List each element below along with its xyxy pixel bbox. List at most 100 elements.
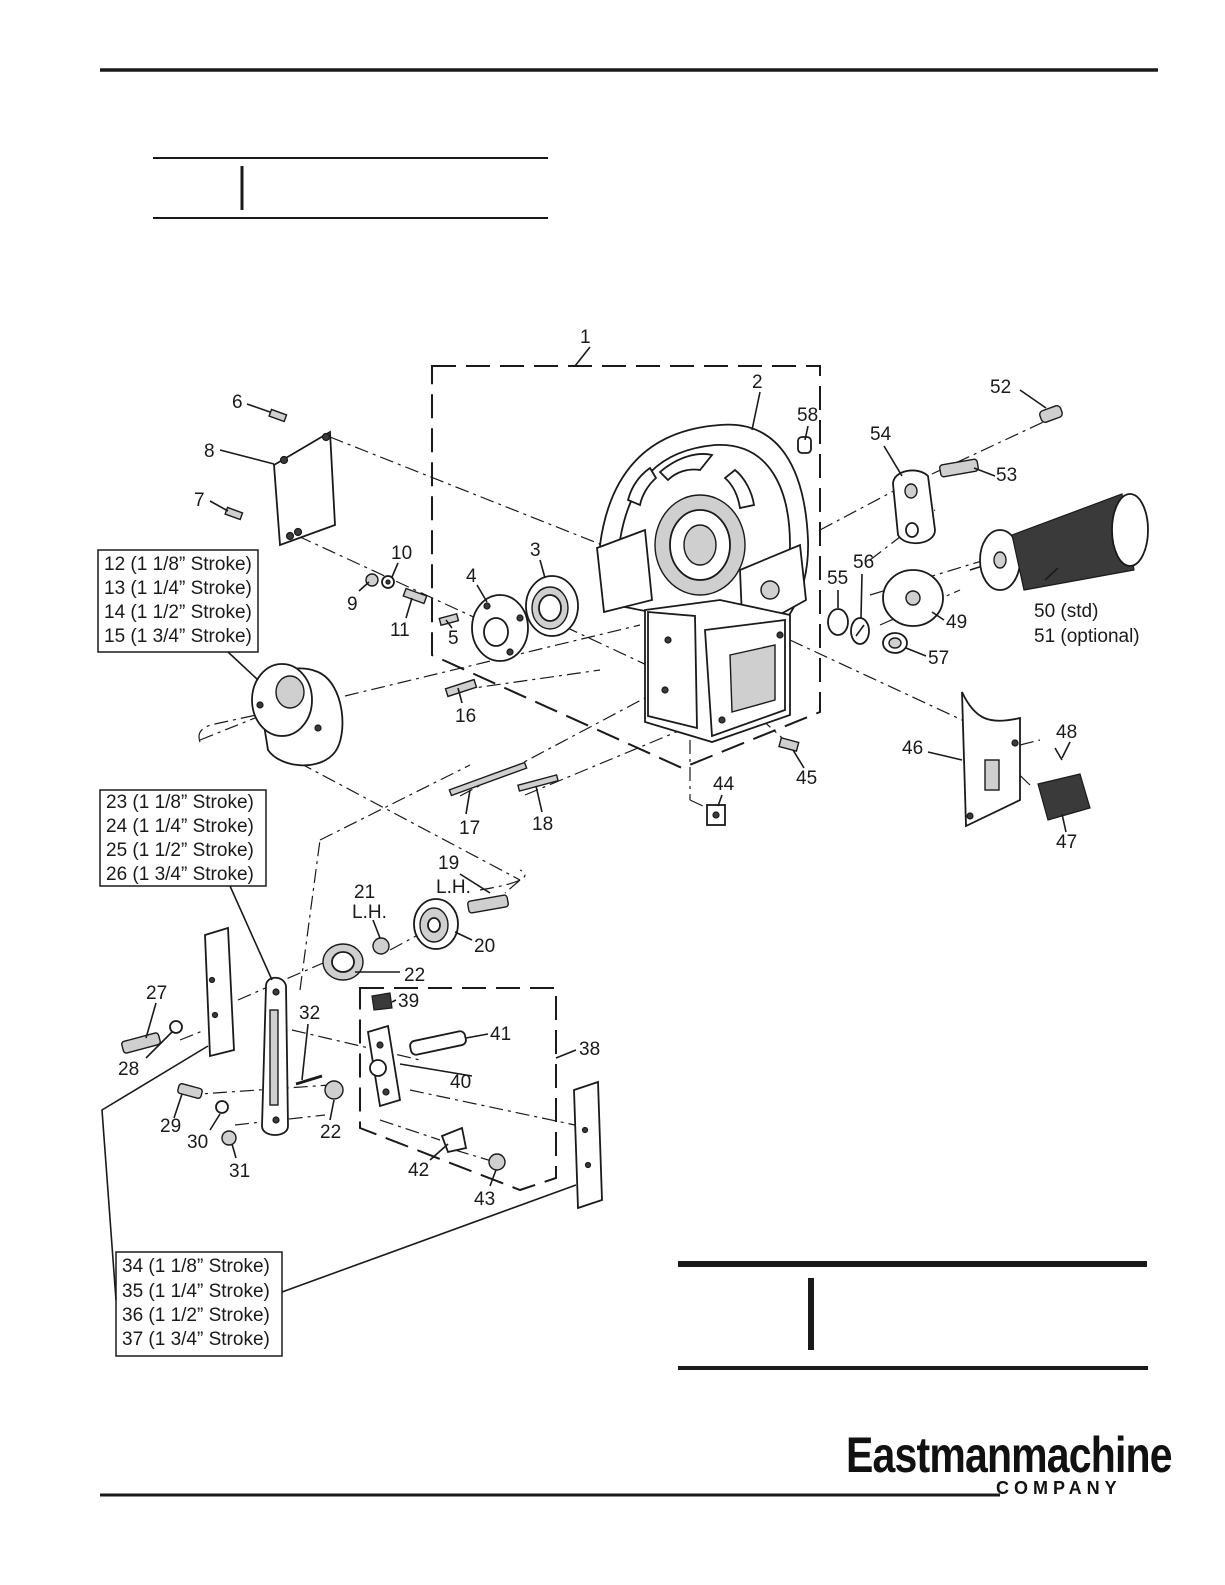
nut-21 (372, 937, 390, 955)
callout-21-lh: L.H. (352, 902, 387, 923)
fitting-58 (797, 436, 812, 454)
callout-55: 55 (827, 568, 848, 589)
box23-line2: 24 (1 1/4” Stroke) (106, 816, 254, 837)
callout-53: 53 (996, 465, 1017, 486)
box12-line3: 14 (1 1/2” Stroke) (104, 602, 252, 623)
washer-10 (381, 575, 395, 589)
bushing-22 (322, 943, 364, 981)
screw-5 (438, 612, 460, 627)
rail-34 (204, 926, 235, 1058)
screw-53 (939, 458, 979, 478)
screw-29 (177, 1083, 203, 1099)
callout-10: 10 (391, 543, 412, 564)
nut-9 (365, 573, 379, 587)
stud-16 (444, 678, 478, 698)
ring-55 (827, 608, 849, 636)
callout-22a: 22 (404, 965, 425, 986)
pin-48 (1054, 747, 1063, 761)
box12-line2: 13 (1 1/4” Stroke) (104, 578, 252, 599)
callout-41: 41 (490, 1024, 511, 1045)
assembly-38-boundary (359, 987, 557, 1192)
ring-56 (850, 617, 870, 645)
callout-22b: 22 (320, 1122, 341, 1143)
callout-42: 42 (408, 1160, 429, 1181)
callout-44: 44 (713, 774, 735, 795)
housing-base (644, 599, 791, 743)
stroke-box-12: 12 (1 1/8” Stroke) 13 (1 1/4” Stroke) 14… (97, 549, 259, 653)
eccentric-12 (251, 663, 344, 767)
slide-40 (366, 1024, 402, 1108)
callout-40: 40 (450, 1072, 471, 1093)
ring-57 (882, 632, 908, 654)
box34-line4: 37 (1 3/4” Stroke) (122, 1329, 270, 1350)
bushing-22b (324, 1080, 344, 1100)
stud-17 (448, 761, 528, 797)
bolt-19 (467, 894, 509, 914)
box23-line4: 26 (1 3/4” Stroke) (106, 864, 254, 885)
callout-46: 46 (902, 738, 923, 759)
callout-1: 1 (580, 327, 591, 348)
callout-20: 20 (474, 936, 495, 957)
box34-line2: 35 (1 1/4” Stroke) (122, 1281, 270, 1302)
pin-41 (409, 1030, 467, 1056)
callout-28: 28 (118, 1059, 139, 1080)
callout-30: 30 (187, 1132, 208, 1153)
box34-line3: 36 (1 1/2” Stroke) (122, 1305, 270, 1326)
screw-52 (1039, 405, 1063, 423)
plate-46 (961, 691, 1021, 828)
bolt-43 (488, 1153, 506, 1171)
leader-34-right (281, 1184, 577, 1293)
callout-19: 19 (438, 853, 459, 874)
callout-31: 31 (229, 1161, 250, 1182)
callout-17: 17 (459, 818, 480, 839)
leader-34-left (101, 1045, 209, 1301)
callout-5: 5 (448, 628, 459, 649)
screw-7 (224, 506, 244, 521)
housing-2 (596, 423, 809, 646)
callout-57: 57 (928, 648, 949, 669)
callout-27: 27 (146, 983, 167, 1004)
header-title-box (153, 157, 548, 219)
callout-labels: 1 2 3 4 5 6 7 8 9 10 11 16 17 18 19 L.H.… (118, 327, 1140, 1210)
box23-line1: 23 (1 1/8” Stroke) (106, 792, 254, 813)
company-logo: Eastmanmachine (846, 1427, 1173, 1483)
callout-7: 7 (194, 490, 205, 511)
box34-line1: 34 (1 1/8” Stroke) (122, 1256, 270, 1277)
washer-30 (215, 1100, 229, 1114)
callout-3: 3 (530, 540, 541, 561)
callout-6: 6 (232, 392, 243, 413)
washer-28 (169, 1020, 183, 1034)
callout-8: 8 (204, 441, 215, 462)
stud-11 (402, 587, 428, 605)
callout-leaders (145, 389, 1071, 1187)
callout-45: 45 (796, 768, 817, 789)
callout-56: 56 (853, 552, 874, 573)
callout-18: 18 (532, 814, 553, 835)
callout-16: 16 (455, 706, 476, 727)
callout-52: 52 (990, 377, 1011, 398)
cover-plate-8 (273, 430, 336, 547)
callout-38: 38 (579, 1039, 600, 1060)
callout-54: 54 (870, 424, 892, 445)
bracket-54 (892, 469, 936, 544)
screw-6 (268, 408, 288, 423)
clip-42 (440, 1126, 468, 1154)
callout-11: 11 (390, 620, 410, 641)
assembly-1-boundary (431, 365, 821, 770)
box12-line1: 12 (1 1/8” Stroke) (104, 554, 252, 575)
footer-title-box (678, 1261, 1148, 1370)
callout-58: 58 (797, 405, 818, 426)
callout-48: 48 (1056, 722, 1077, 743)
stroke-box-23: 23 (1 1/8” Stroke) 24 (1 1/4” Stroke) 25… (99, 789, 267, 887)
box23-line3: 25 (1 1/2” Stroke) (106, 840, 254, 861)
roller-20 (413, 898, 459, 950)
leader-12 (227, 651, 259, 681)
callout-51: 51 (optional) (1034, 626, 1140, 647)
company-logo-sub: COMPANY (996, 1478, 1122, 1498)
callout-43: 43 (474, 1189, 495, 1210)
callout-9: 9 (347, 594, 358, 615)
block-39 (371, 992, 393, 1011)
callout-29: 29 (160, 1116, 181, 1137)
leader-1 (574, 346, 591, 367)
